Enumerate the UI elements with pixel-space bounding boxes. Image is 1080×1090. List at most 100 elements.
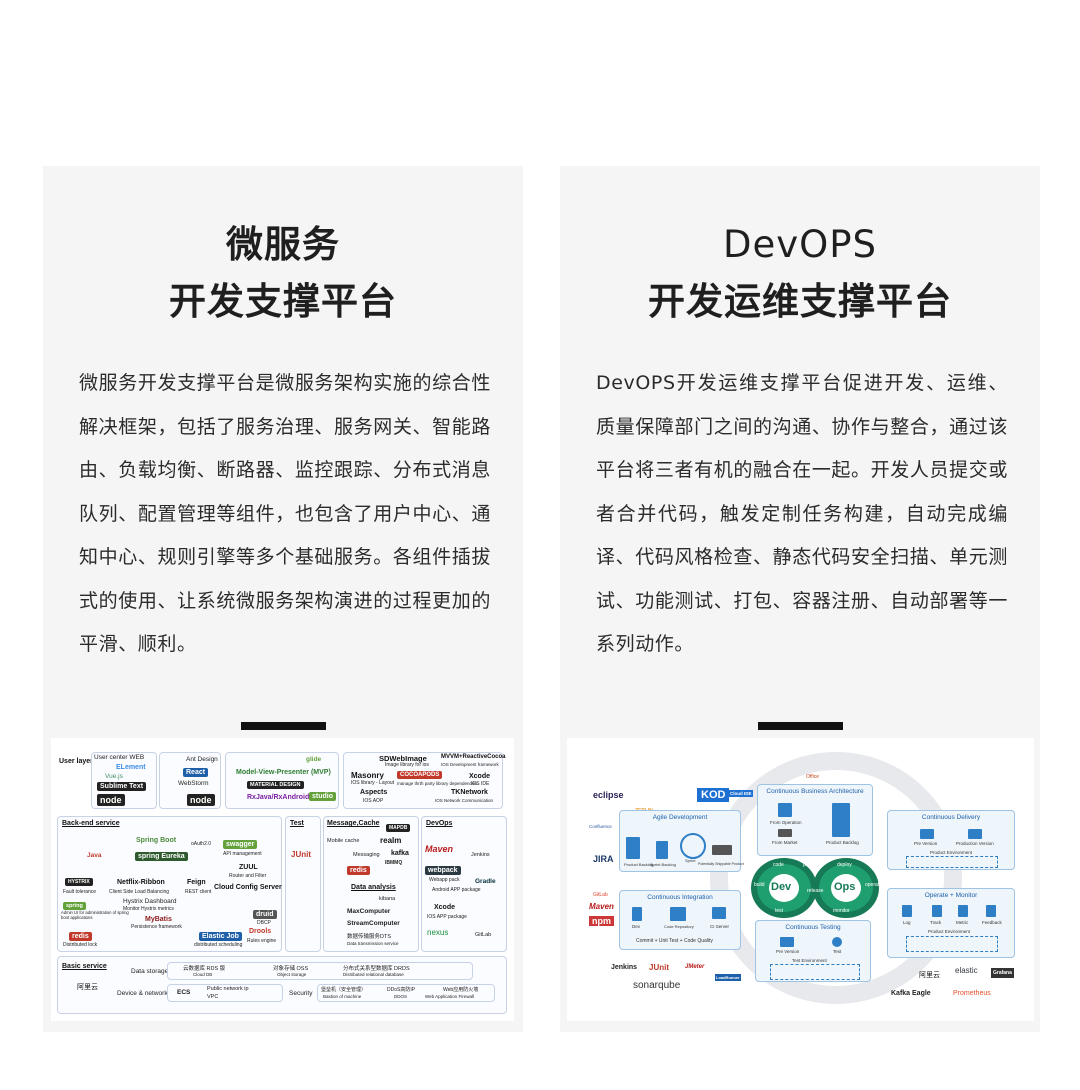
mvvm-label: MVVM+ReactiveCocoa bbox=[441, 754, 506, 760]
maven-logo: Maven bbox=[425, 844, 454, 854]
tknetwork-sub: IOS Network Communication bbox=[435, 798, 494, 803]
zuul-sub: Router and Filter bbox=[229, 873, 267, 879]
pre-version-caption-2: Pre Version bbox=[776, 949, 800, 954]
device-row bbox=[167, 984, 283, 1002]
drools-sub: Rules engine bbox=[247, 938, 277, 944]
product-env-caption: Product Environment bbox=[930, 850, 973, 855]
user-layer-label: User layer bbox=[59, 758, 93, 765]
data-analysis-label: Data analysis bbox=[351, 884, 396, 891]
cocoapods-sub: manage thrth party library dependencies bbox=[397, 781, 478, 786]
mobile-cache: Mobile cache bbox=[327, 838, 360, 844]
production-version-caption: Production Version bbox=[956, 841, 994, 846]
card-title: 微服务 开发支撑平台 bbox=[43, 216, 523, 330]
node-logo-2: node bbox=[187, 794, 215, 806]
test-label: Test bbox=[290, 820, 304, 827]
hystrix-logo: HYSTRIX bbox=[65, 878, 93, 886]
aspects-label: Aspects bbox=[360, 789, 388, 796]
gradle-sub: Android APP package bbox=[432, 887, 481, 893]
aliyun-logo: 阿里云 bbox=[77, 984, 98, 991]
commit-caption: Commit + Unit Test + Code Quality bbox=[636, 938, 713, 944]
sprint-backlog-caption: Sprint Backlog bbox=[650, 862, 676, 867]
log-icon bbox=[902, 905, 912, 917]
redis-logo: redis bbox=[69, 932, 92, 941]
junit-logo: JUnit bbox=[649, 963, 669, 972]
sprint-caption: Sprint bbox=[685, 858, 696, 863]
product-env-caption-2: Product Environment bbox=[928, 929, 971, 934]
stage-deploy: deploy bbox=[837, 862, 852, 868]
maven-logo: Maven bbox=[589, 902, 614, 911]
continuous-business-architecture-panel: Continuous Business Architecture From Op… bbox=[757, 784, 873, 856]
oss-label: 对象存储 OSS bbox=[273, 966, 309, 972]
operation-puzzle-icon bbox=[778, 803, 792, 817]
from-market-caption: From Market bbox=[772, 840, 798, 845]
streamcomputer-label: StreamComputer bbox=[347, 920, 400, 927]
xcode2-label: Xcode bbox=[434, 904, 456, 911]
backlog-stack bbox=[626, 837, 640, 859]
sdwebimage-label: SDWebImage bbox=[379, 754, 427, 763]
api-mgmt: API management bbox=[223, 851, 262, 857]
elastic-logo: elastic bbox=[955, 966, 978, 975]
material-design-logo: MATERIAL DESIGN bbox=[247, 781, 304, 789]
potentially-caption: Potentially Shippable Product bbox=[698, 862, 744, 866]
npm-logo: npm bbox=[589, 916, 614, 926]
track-caption: Track bbox=[930, 920, 942, 925]
sonarqube-logo: sonarqube bbox=[633, 980, 681, 991]
jira-logo: JIRA bbox=[593, 854, 614, 864]
sprint-backlog-stack bbox=[656, 841, 668, 859]
oss-sub: Object storage bbox=[277, 972, 307, 977]
junit-logo: JUnit bbox=[291, 850, 311, 859]
stage-test: test bbox=[775, 908, 784, 914]
from-operation-caption: From Operation bbox=[770, 820, 802, 825]
oauth-logo: oAuth2.0 bbox=[191, 841, 212, 847]
eclipse-logo: eclipse bbox=[593, 790, 624, 800]
webpack-logo: webpack bbox=[425, 866, 461, 875]
admin-ui-label: Admin UI for administration of spring bo… bbox=[61, 910, 129, 920]
backend-box bbox=[57, 816, 282, 952]
ci-server-icon bbox=[712, 907, 726, 919]
mybatis-label: MyBatis bbox=[145, 916, 172, 923]
studio-logo: studio bbox=[309, 792, 336, 801]
dashboard-sub: Monitor Hystrix metrics bbox=[123, 906, 174, 912]
card-microservice: 微服务 开发支撑平台 微服务开发支撑平台是微服务架构实施的综合性解决框架，包括了… bbox=[43, 166, 523, 1032]
message-cache-label: Message,Cache bbox=[327, 820, 380, 827]
product-backlog-caption: Product Backlog bbox=[624, 862, 654, 867]
config-server-label: Cloud Config Server bbox=[214, 884, 282, 891]
pre-version-folder bbox=[920, 829, 934, 839]
aliyun-logo: 阿里云 bbox=[919, 972, 940, 979]
jenkins-logo: Jenkins bbox=[611, 964, 638, 971]
webpack-sub: Webapp pack bbox=[429, 877, 460, 883]
sublime-logo: Sublime Text bbox=[97, 782, 147, 791]
fault-tolerance: Fault tolerance bbox=[63, 889, 97, 895]
operate-monitor-panel: Operate + Monitor Log Track Metric Feedb… bbox=[887, 888, 1015, 958]
feedback-caption: Feedback bbox=[982, 920, 1002, 925]
sprint-cycle-icon bbox=[680, 833, 706, 859]
dev-logo-text: Dev bbox=[771, 881, 792, 893]
ct-title: Continuous Testing bbox=[785, 924, 841, 931]
continuous-integration-panel: Continuous Integration Dev Code Reposito… bbox=[619, 890, 741, 950]
cocoapods-logo: COCOAPODS bbox=[397, 771, 443, 779]
devops-label: DevOps bbox=[426, 820, 453, 827]
devops-box bbox=[421, 816, 507, 952]
spring-eureka-logo: spring Eureka bbox=[135, 852, 188, 861]
stage-release: release bbox=[807, 888, 824, 894]
office-logo: Office bbox=[806, 774, 819, 780]
microservice-architecture-diagram: User layer User center WEB ELement Vue.j… bbox=[51, 738, 514, 1021]
code-repo-icon bbox=[670, 907, 686, 921]
ddos-sub: DDOS bbox=[394, 994, 408, 999]
bastion-label: 堡垒机（安全管理） bbox=[321, 987, 367, 993]
ci-server-caption: CI Server bbox=[710, 924, 730, 929]
jmeter-logo: JMeter bbox=[685, 964, 705, 970]
drools-label: Drools bbox=[249, 928, 272, 935]
xcode2-sub: IOS APP package bbox=[427, 914, 467, 920]
feedback-icon bbox=[986, 905, 996, 917]
rds-label: 云数据库 RDS 版 bbox=[183, 966, 226, 972]
kafka-logo: kafka bbox=[391, 850, 409, 857]
agile-development-panel: Agile Development Product Backlog Sprint… bbox=[619, 810, 744, 872]
test-env-caption: Test Environment bbox=[792, 958, 827, 963]
ribbon-label: Netflix-Ribbon bbox=[117, 879, 165, 886]
track-icon bbox=[932, 905, 942, 917]
messaging: Messaging bbox=[353, 852, 380, 858]
product-ship-icon bbox=[712, 845, 732, 855]
spring-boot-logo: Spring Boot bbox=[136, 837, 177, 844]
continuous-testing-panel: Continuous Testing Pre Version Test Test… bbox=[755, 920, 871, 982]
